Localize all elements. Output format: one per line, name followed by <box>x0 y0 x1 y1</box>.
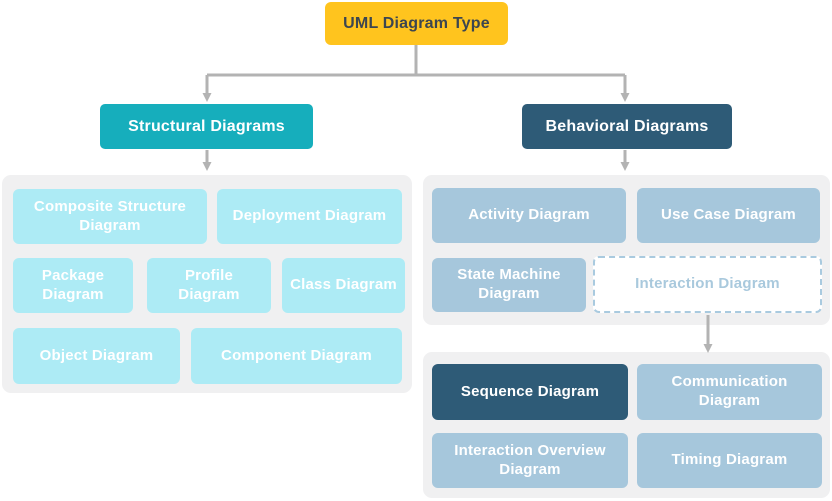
node-class-diagram: Class Diagram <box>282 258 405 313</box>
node-profile-diagram: Profile Diagram <box>147 258 271 313</box>
node-sequence-diagram: Sequence Diagram <box>432 364 628 420</box>
node-package-diagram: Package Diagram <box>13 258 133 313</box>
node-interaction-overview-diagram: Interaction Overview Diagram <box>432 433 628 488</box>
node-activity-diagram: Activity Diagram <box>432 188 626 243</box>
node-object-diagram: Object Diagram <box>13 328 180 384</box>
node-deployment-diagram: Deployment Diagram <box>217 189 402 244</box>
node-interaction-diagram: Interaction Diagram <box>593 256 822 313</box>
node-communication-diagram: Communication Diagram <box>637 364 822 420</box>
node-uml-diagram-type: UML Diagram Type <box>325 2 508 45</box>
node-behavioral-diagrams: Behavioral Diagrams <box>522 104 732 149</box>
node-structural-diagrams: Structural Diagrams <box>100 104 313 149</box>
node-component-diagram: Component Diagram <box>191 328 402 384</box>
node-use-case-diagram: Use Case Diagram <box>637 188 820 243</box>
node-composite-structure-diagram: Composite Structure Diagram <box>13 189 207 244</box>
node-timing-diagram: Timing Diagram <box>637 433 822 488</box>
node-state-machine-diagram: State Machine Diagram <box>432 258 586 312</box>
